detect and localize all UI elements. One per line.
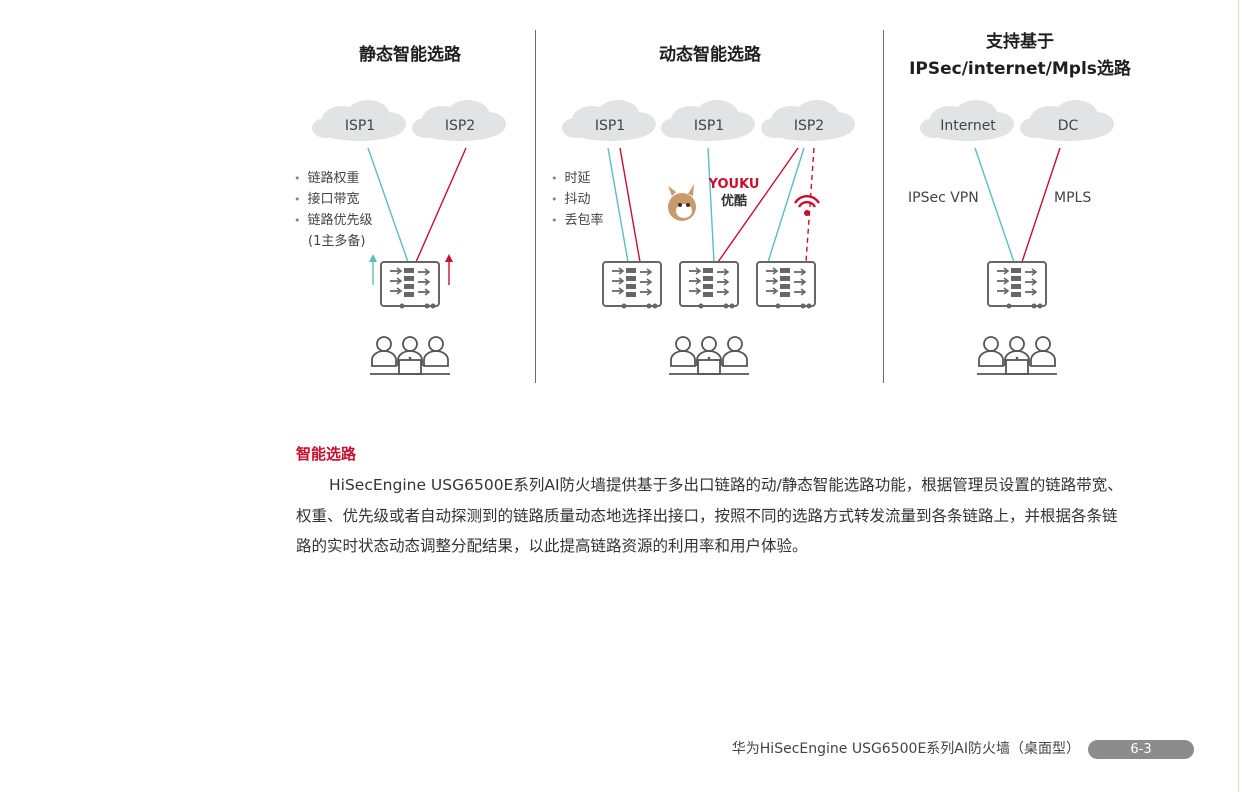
page-number-badge: 6-3 <box>1088 740 1194 759</box>
static-criteria-list: 链路权重 接口带宽 链路优先级 (1主多备) <box>294 168 373 252</box>
section-paragraph: HiSecEngine USG6500E系列AI防火墙提供基于多出口链路的动/静… <box>296 476 1123 555</box>
ipsec-panel-title-line2: IPSec/internet/Mpls选路 <box>909 59 1131 79</box>
panel-divider-1 <box>535 30 536 383</box>
cloud-label: ISP1 <box>345 118 375 134</box>
section-heading: 智能选路 <box>296 445 357 463</box>
firewall-icon <box>679 261 739 310</box>
list-item: 抖动 <box>551 189 604 210</box>
ipsec-vpn-label: IPSec VPN <box>908 190 979 206</box>
firewall-icon <box>987 261 1047 310</box>
list-item: 链路优先级 <box>294 210 373 231</box>
wifi-signal-icon <box>793 195 821 216</box>
footer-title: 华为HiSecEngine USG6500E系列AI防火墙（桌面型） <box>731 741 1080 757</box>
firewall-icon <box>602 261 662 310</box>
cloud-label: Internet <box>940 118 996 134</box>
cloud-label: ISP2 <box>794 118 824 134</box>
cloud-label: DC <box>1058 118 1079 134</box>
routing-diagram: ISP1 ISP2 ISP1 ISP1 ISP2 Internet DC YOU… <box>312 100 1114 375</box>
ipsec-panel-title-line1: 支持基于 <box>986 32 1054 52</box>
firewall-icon <box>380 261 440 310</box>
static-panel-title: 静态智能选路 <box>359 45 461 65</box>
users-icon <box>668 336 750 375</box>
list-item: 接口带宽 <box>294 189 373 210</box>
dynamic-criteria-list: 时延 抖动 丢包率 <box>551 168 604 231</box>
list-item: 丢包率 <box>551 210 604 231</box>
page-edge-line <box>1238 0 1239 792</box>
users-icon <box>976 336 1058 375</box>
cloud-label: ISP2 <box>445 118 475 134</box>
youku-text: 优酷 <box>721 193 747 209</box>
mpls-label: MPLS <box>1054 190 1092 206</box>
rabbit-icon <box>668 184 696 221</box>
firewall-icon <box>756 261 816 310</box>
list-item: 链路权重 <box>294 168 373 189</box>
users-icon <box>369 336 451 375</box>
list-item: 时延 <box>551 168 604 189</box>
panel-divider-2 <box>883 30 884 383</box>
list-item: (1主多备) <box>308 234 366 249</box>
cloud-label: ISP1 <box>595 118 625 134</box>
cloud-label: ISP1 <box>694 118 724 134</box>
dynamic-panel-title: 动态智能选路 <box>659 45 761 65</box>
youku-logo: YOUKU <box>708 177 760 192</box>
